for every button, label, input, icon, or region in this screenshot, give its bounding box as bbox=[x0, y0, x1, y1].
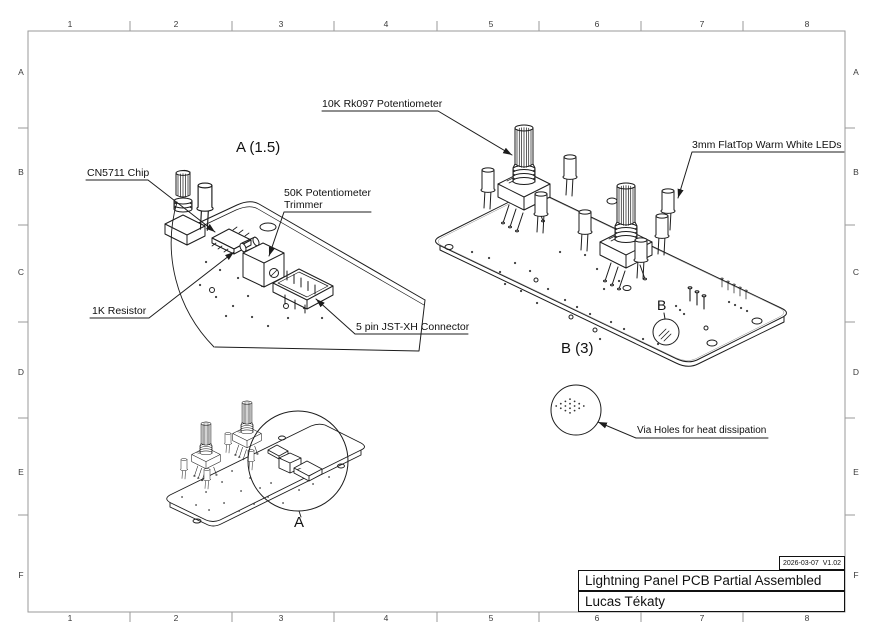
grid-ref-label: 8 bbox=[804, 612, 810, 623]
callout-connector[interactable]: 5 pin JST-XH Connector bbox=[356, 321, 470, 333]
grid-ref-label: 8 bbox=[804, 18, 810, 29]
grid-ref-label: 7 bbox=[699, 18, 705, 29]
callout-leds[interactable]: 3mm FlatTop Warm White LEDs bbox=[692, 139, 842, 151]
sheet-frame bbox=[18, 21, 855, 622]
callout-trimmer[interactable]: 50K Potentiometer Trimmer bbox=[284, 187, 371, 211]
grid-ref-label: E bbox=[18, 466, 24, 477]
grid-ref-label: D bbox=[852, 366, 860, 377]
grid-ref-label: 3 bbox=[278, 18, 284, 29]
partial-pot-drawing bbox=[164, 169, 206, 246]
detail-circle-a[interactable] bbox=[247, 410, 349, 518]
drawing-version: V1.02 bbox=[822, 559, 841, 567]
detail-circle-b[interactable] bbox=[652, 312, 680, 346]
grid-ref-label: A bbox=[18, 66, 24, 77]
leader-lines bbox=[85, 110, 845, 439]
grid-ref-label: 3 bbox=[278, 612, 284, 623]
grid-ref-label: 4 bbox=[383, 612, 389, 623]
callout-resistor[interactable]: 1K Resistor bbox=[92, 305, 147, 317]
grid-ref-label: 2 bbox=[173, 612, 179, 623]
grid-ref-label: 4 bbox=[383, 18, 389, 29]
detail-view-b[interactable] bbox=[550, 384, 602, 436]
callout-potentiometer[interactable]: 10K Rk097 Potentiometer bbox=[322, 98, 443, 110]
grid-ref-label: C bbox=[852, 266, 860, 277]
callout-chip[interactable]: CN5711 Chip bbox=[87, 167, 150, 179]
detail-b-title[interactable]: B (3) bbox=[561, 340, 594, 357]
title-block-meta: 2026-03-07 V1.02 bbox=[779, 556, 845, 570]
callout-trimmer-line2: Trimmer bbox=[284, 199, 323, 211]
grid-ref-label: B bbox=[18, 166, 24, 177]
via-hole-dots bbox=[555, 398, 585, 414]
grid-ref-label: 7 bbox=[699, 612, 705, 623]
grid-ref-label: 6 bbox=[594, 18, 600, 29]
grid-ref-label: F bbox=[18, 569, 24, 580]
grid-ref-label: D bbox=[17, 366, 25, 377]
grid-ref-label: 5 bbox=[488, 18, 494, 29]
detail-b-marker-label[interactable]: B bbox=[657, 297, 667, 313]
grid-ref-label: E bbox=[853, 466, 859, 477]
grid-ref-label: F bbox=[853, 569, 859, 580]
grid-ref-label: C bbox=[17, 266, 25, 277]
detail-a-title[interactable]: A (1.5) bbox=[236, 139, 281, 156]
detail-a-marker-label[interactable]: A bbox=[294, 514, 305, 531]
callout-via-holes[interactable]: Via Holes for heat dissipation bbox=[637, 425, 767, 436]
drawing-date: 2026-03-07 bbox=[783, 559, 819, 567]
grid-ref-label: 1 bbox=[67, 18, 73, 29]
grid-ref-label: A bbox=[853, 66, 859, 77]
drawing-title: Lightning Panel PCB Partial Assembled bbox=[578, 570, 845, 591]
overview-view[interactable] bbox=[166, 400, 365, 527]
main-board-view[interactable] bbox=[435, 124, 787, 367]
grid-ref-label: 2 bbox=[173, 18, 179, 29]
grid-ref-label: 1 bbox=[67, 612, 73, 623]
drawing-author: Lucas Tékaty bbox=[578, 591, 845, 612]
grid-ref-label: 6 bbox=[594, 612, 600, 623]
detail-view-a[interactable] bbox=[164, 169, 426, 352]
grid-ref-label: B bbox=[853, 166, 859, 177]
grid-ref-label: 5 bbox=[488, 612, 494, 623]
callout-trimmer-line1: 50K Potentiometer bbox=[284, 187, 371, 199]
